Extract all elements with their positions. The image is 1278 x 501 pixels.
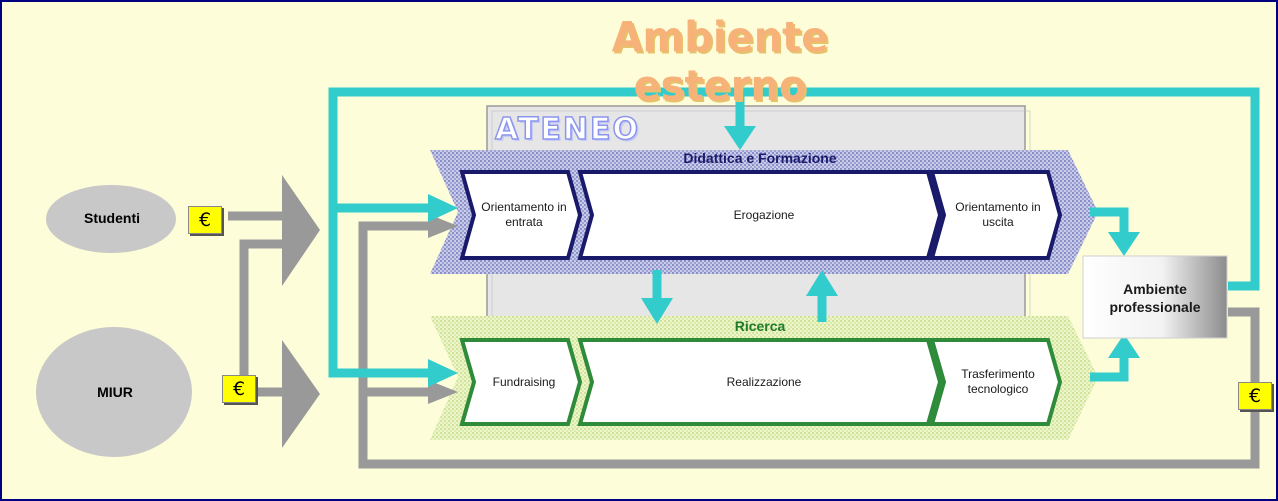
step-erogazione-shape (577, 170, 943, 260)
flow-arrow-head-down (641, 298, 673, 324)
step-orientamento-entrata-shape (459, 170, 583, 260)
flow-arrow-head-fundraising (428, 359, 458, 387)
flow-arrow-head-to-professional-bottom (1108, 334, 1140, 358)
student-funding-connector (228, 211, 285, 397)
flow-arrow-head-top (724, 126, 756, 150)
funding-arrow-head-research (428, 380, 458, 404)
step-trasferimento-label: Trasferimento tecnologico (961, 367, 1035, 396)
information-flow (328, 87, 1260, 382)
students-label: Studenti (84, 210, 140, 226)
step-realizzazione-label: Realizzazione (726, 374, 802, 389)
step-fundraising-shape (459, 338, 583, 426)
research-band-title: Ricerca (734, 318, 786, 334)
professional-environment-box (1082, 255, 1228, 339)
flow-arrow-head-up (806, 270, 838, 296)
funding-arrow-head-teaching (428, 214, 458, 238)
professional-environment-label: Ambiente professionale (1109, 281, 1201, 315)
big-arrow-students (282, 175, 320, 286)
step-orientamento-uscita-label: Orientamento in uscita (955, 200, 1041, 229)
step-trasferimento-shape (929, 338, 1063, 426)
miur-label: MIUR (97, 384, 133, 400)
teaching-band-title: Didattica e Formazione (683, 150, 837, 166)
funding-loop (358, 221, 1260, 469)
big-arrow-miur (282, 340, 320, 448)
step-orientamento-entrata-label: Orientamento in entrata (481, 200, 567, 229)
flow-arrow-head-entrata (428, 194, 458, 222)
step-fundraising-label: Fundraising (492, 374, 556, 389)
students-ellipse (46, 185, 176, 253)
professional-currency-badge: € (1238, 382, 1272, 410)
students-currency-badge: € (188, 206, 222, 234)
flow-arrow-head-to-professional-top (1108, 232, 1140, 256)
step-orientamento-uscita-shape (929, 170, 1063, 260)
step-erogazione-label: Erogazione (733, 207, 795, 222)
miur-currency-badge: € (222, 375, 256, 403)
step-realizzazione-shape (577, 338, 943, 426)
ateneo-title: ATENEO (494, 111, 640, 148)
miur-ellipse (36, 327, 192, 457)
external-environment-title: Ambiente esterno (611, 13, 829, 111)
